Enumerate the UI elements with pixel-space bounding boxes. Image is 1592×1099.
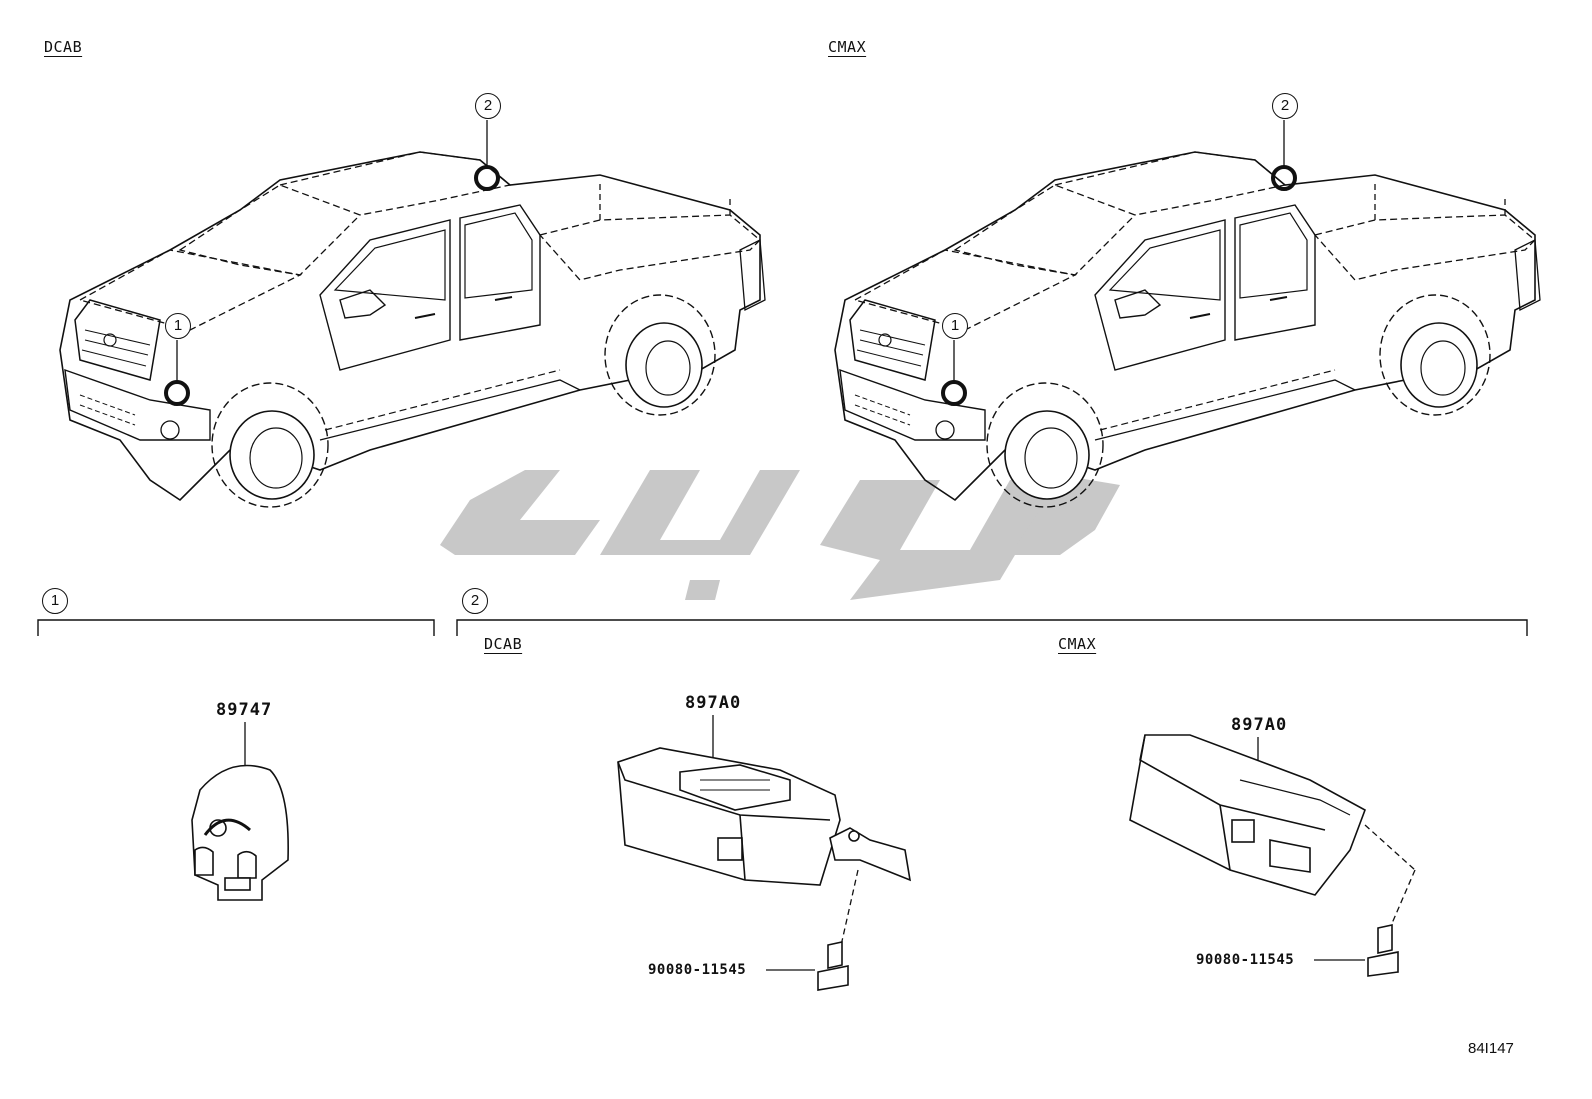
section1-index: 1: [42, 588, 68, 614]
part-number-module-cmax: 897A0: [1231, 715, 1288, 735]
callout-1-cmax: 1: [942, 313, 968, 339]
truck-cmax-markers: [941, 120, 1297, 406]
callout-2-cmax: 2: [1272, 93, 1298, 119]
section2-bracket: [456, 619, 1528, 636]
part-number-bolt-cmax: 90080-11545: [1196, 952, 1295, 968]
section1-bracket: [37, 619, 435, 636]
part-number-bolt-dcab: 90080-11545: [648, 962, 747, 978]
section2-cmax-label: CMAX: [1058, 635, 1097, 653]
module-cmax-icon: [1129, 734, 1416, 977]
truck-dcab-markers: [164, 120, 500, 406]
sensor-icon: [191, 722, 289, 901]
callout-1-dcab: 1: [165, 313, 191, 339]
watermark-logo: [440, 470, 1120, 600]
part-number-sensor: 89747: [216, 700, 273, 720]
callout-2-dcab: 2: [475, 93, 501, 119]
view-title-cmax: CMAX: [828, 38, 867, 56]
view-title-dcab: DCAB: [44, 38, 83, 56]
section2-dcab-label: DCAB: [484, 635, 523, 653]
part-number-module-dcab: 897A0: [685, 693, 742, 713]
figure-reference: 84I147: [1468, 1040, 1514, 1057]
module-dcab-icon: [617, 715, 912, 991]
truck-cmax-icon: [834, 151, 1541, 508]
section2-index: 2: [462, 588, 488, 614]
